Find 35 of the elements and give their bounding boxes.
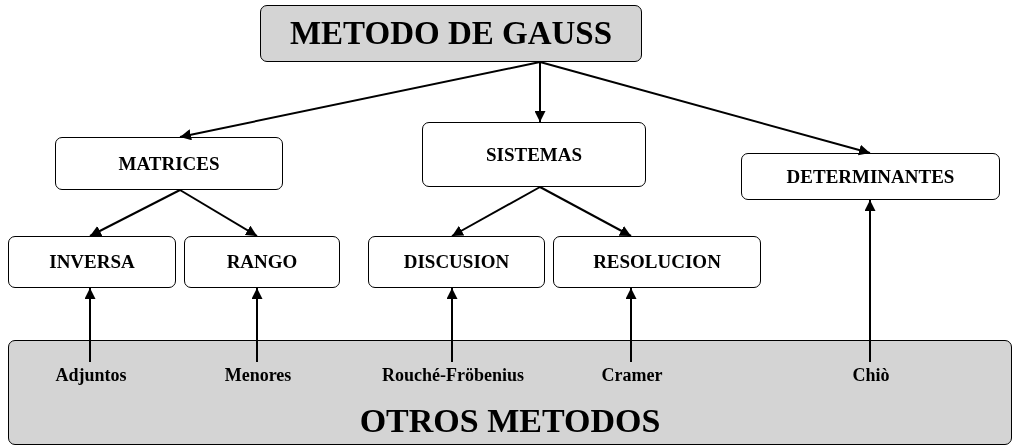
method-label: Menores (224, 364, 292, 386)
method-label: Rouché-Fröbenius (382, 364, 524, 386)
arrow (89, 189, 181, 237)
concept-box (422, 122, 646, 187)
arrow (179, 61, 541, 141)
concept-box (741, 153, 1000, 200)
concept-box (8, 236, 176, 288)
method-label: Chiò (852, 364, 890, 386)
box-label: SISTEMAS (485, 143, 583, 166)
concept-box (184, 236, 340, 288)
arrow (539, 61, 871, 156)
box-label: DISCUSION (403, 251, 510, 273)
box-label: METODO DE GAUSS (289, 15, 613, 52)
arrow (864, 199, 876, 363)
box-label: MATRICES (118, 152, 220, 175)
arrow (539, 186, 632, 237)
arrow (179, 189, 258, 237)
arrow (446, 287, 458, 363)
arrow (84, 287, 96, 363)
method-label: Cramer (601, 364, 663, 386)
box-label: INVERSA (49, 251, 135, 273)
arrow (451, 186, 541, 237)
arrow (534, 61, 546, 123)
concept-box (368, 236, 545, 288)
concept-box (553, 236, 761, 288)
arrow (625, 287, 637, 363)
arrow (251, 287, 263, 363)
box-label: RANGO (226, 251, 298, 273)
box-label: OTROS METODOS (359, 402, 661, 440)
group-panel (8, 340, 1012, 445)
concept-box (55, 137, 283, 190)
method-label: Adjuntos (55, 364, 127, 386)
title-box (260, 5, 642, 62)
box-label: RESOLUCION (593, 251, 721, 273)
box-label: DETERMINANTES (786, 165, 955, 188)
